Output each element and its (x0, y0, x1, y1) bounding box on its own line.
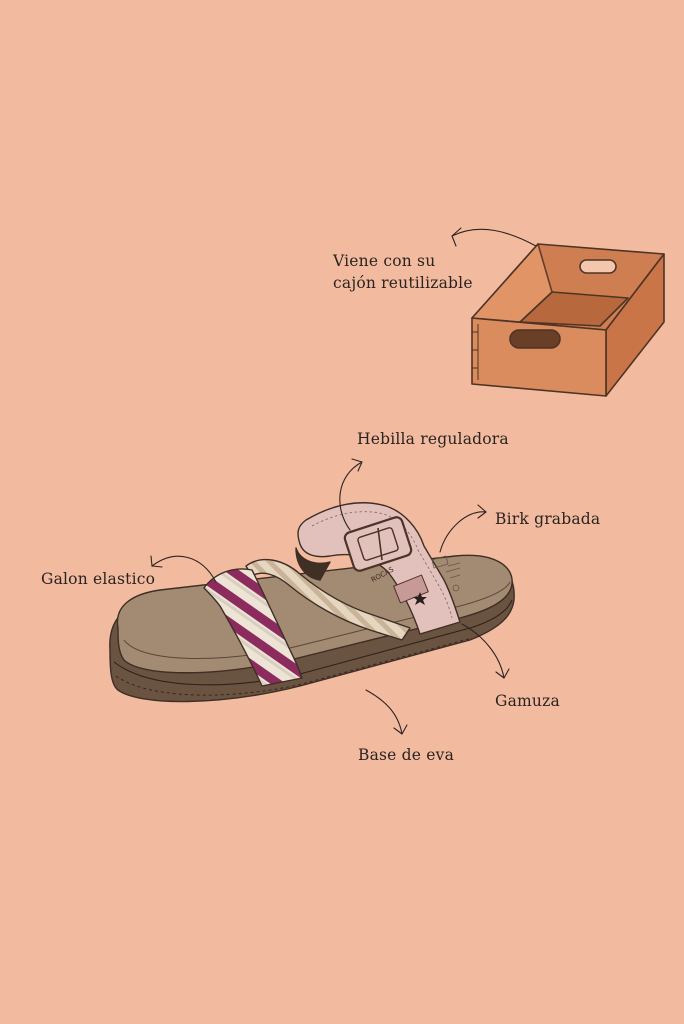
birk-arrow (439, 511, 487, 553)
box-annotation: Viene con su cajón reutilizable (333, 250, 473, 294)
reusable-box-drawing (471, 243, 665, 397)
box-annotation-line2: cajón reutilizable (333, 274, 473, 292)
box-back-handle (579, 259, 617, 274)
birk-annotation: Birk grabada (495, 510, 601, 528)
box-arrow (451, 228, 537, 247)
box-annotation-line1: Viene con su (333, 252, 436, 270)
birk-engraving (431, 555, 461, 592)
buckle-annotation: Hebilla reguladora (357, 430, 509, 448)
suede-arrow (461, 623, 505, 679)
box-front-handle (509, 329, 561, 349)
woven-elastic-strap (203, 568, 303, 687)
sandal-drawing: ROCAS (109, 502, 515, 703)
box-front (471, 317, 607, 397)
elastic-annotation: Galon elastico (41, 570, 156, 588)
annotation-arrows (150, 227, 537, 735)
buckle-arrow (339, 461, 363, 531)
braided-strap (245, 558, 411, 641)
suede-annotation: Gamuza (495, 692, 560, 710)
elastic-arrow (151, 555, 217, 583)
base-arrow (365, 689, 403, 735)
star-icon (413, 592, 427, 605)
box-inner-left (471, 243, 553, 323)
base-annotation: Base de eva (358, 746, 455, 764)
buckle (343, 516, 413, 572)
